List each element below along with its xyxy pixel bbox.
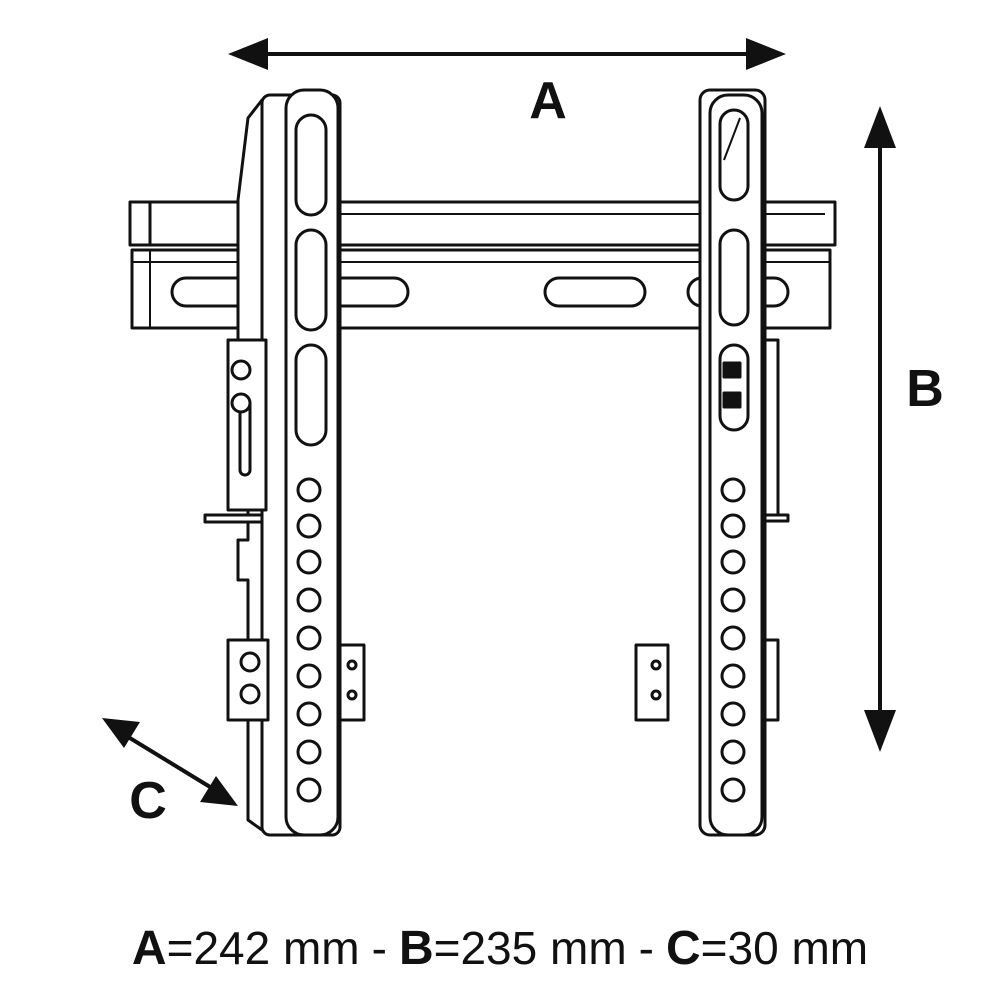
dimension-arrows [102, 38, 896, 806]
caption-c-letter: C [665, 921, 701, 975]
label-b: B [906, 360, 944, 418]
right-upright [634, 88, 790, 837]
dimension-c-arrow [123, 733, 217, 792]
left-upright [203, 88, 366, 837]
caption-a-value: =242 mm [166, 922, 360, 974]
caption-c-value: =30 mm [700, 922, 869, 974]
caption-a-letter: A [131, 921, 167, 975]
caption-separator-2: - [638, 922, 654, 974]
label-c: C [129, 772, 167, 830]
rail-slot-center [543, 276, 647, 308]
caption-b-value: =235 mm [433, 922, 627, 974]
caption-separator-1: - [371, 922, 387, 974]
label-a: A [529, 72, 567, 130]
caption-b-letter: B [398, 921, 434, 975]
dimensions-caption: A =242 mm - B =235 mm - C =30 mm [0, 908, 1000, 988]
